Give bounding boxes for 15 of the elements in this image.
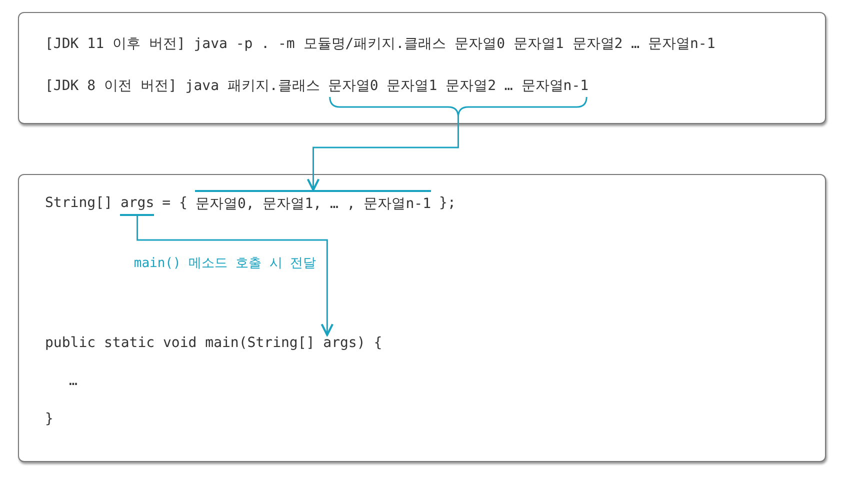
underlined-code-text: args [120, 195, 154, 216]
code-panel [18, 12, 826, 124]
overlined-code-text: 문자열0, 문자열1, … , 문자열n-1 [195, 190, 432, 213]
arrow [136, 216, 334, 336]
code-text: }; [439, 195, 456, 211]
code-text: … [69, 373, 78, 389]
code-text: String[] [45, 195, 112, 211]
arrow [306, 117, 459, 192]
code-panel [18, 174, 826, 462]
code-text: [JDK 8 이전 버전] java 패키지.클래스 [45, 77, 320, 95]
code-text: = { [162, 195, 188, 211]
code-text: } [45, 411, 54, 427]
code-text: public static void main(String[] args) { [45, 335, 382, 351]
code-text: [JDK 11 이후 버전] java -p . -m 모듈명/패키지.클래스 문자열0 문자열1 문자열2 … 문자열n-1 [45, 35, 716, 53]
braced-code-text: 문자열0 문자열1 문자열2 … 문자열n-1 [328, 77, 589, 117]
